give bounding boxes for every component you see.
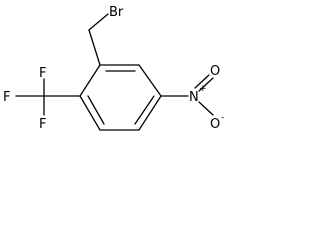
- oxygen-negative-charge: -: [221, 113, 224, 123]
- nitrogen-positive-charge: +: [199, 84, 207, 94]
- trifluoromethyl-group: F F F: [3, 66, 81, 132]
- fluorine-atom-label-left: F: [3, 90, 10, 105]
- benzene-ring: [79, 64, 162, 131]
- oxygen-atom-label-top: O: [210, 64, 220, 79]
- oxygen-atom-label-bottom: O: [210, 117, 220, 132]
- ring-bond: [79, 64, 101, 97]
- ring-double-bond: [87, 95, 105, 125]
- ring-bond: [79, 95, 101, 131]
- bromomethyl-group: Br: [88, 5, 124, 66]
- ring-bond: [138, 64, 162, 97]
- nitrogen-atom-label: N: [189, 90, 199, 105]
- bond-ring-ch2: [88, 29, 101, 66]
- bond-n-o-bottom: [198, 101, 214, 116]
- fluorine-atom-label-bottom: F: [39, 117, 46, 132]
- chemical-structure: Br F F F N + O O -: [3, 5, 224, 132]
- bond-ch2-br: [88, 13, 109, 31]
- bromine-atom-label: Br: [109, 5, 124, 20]
- ring-double-bond: [134, 95, 155, 125]
- bond-n-o-top: [198, 77, 214, 92]
- nitro-group: N + O O -: [160, 64, 224, 132]
- ring-bond: [138, 95, 162, 131]
- fluorine-atom-label-top: F: [39, 66, 46, 81]
- bond-n-o-top-second: [194, 74, 210, 89]
